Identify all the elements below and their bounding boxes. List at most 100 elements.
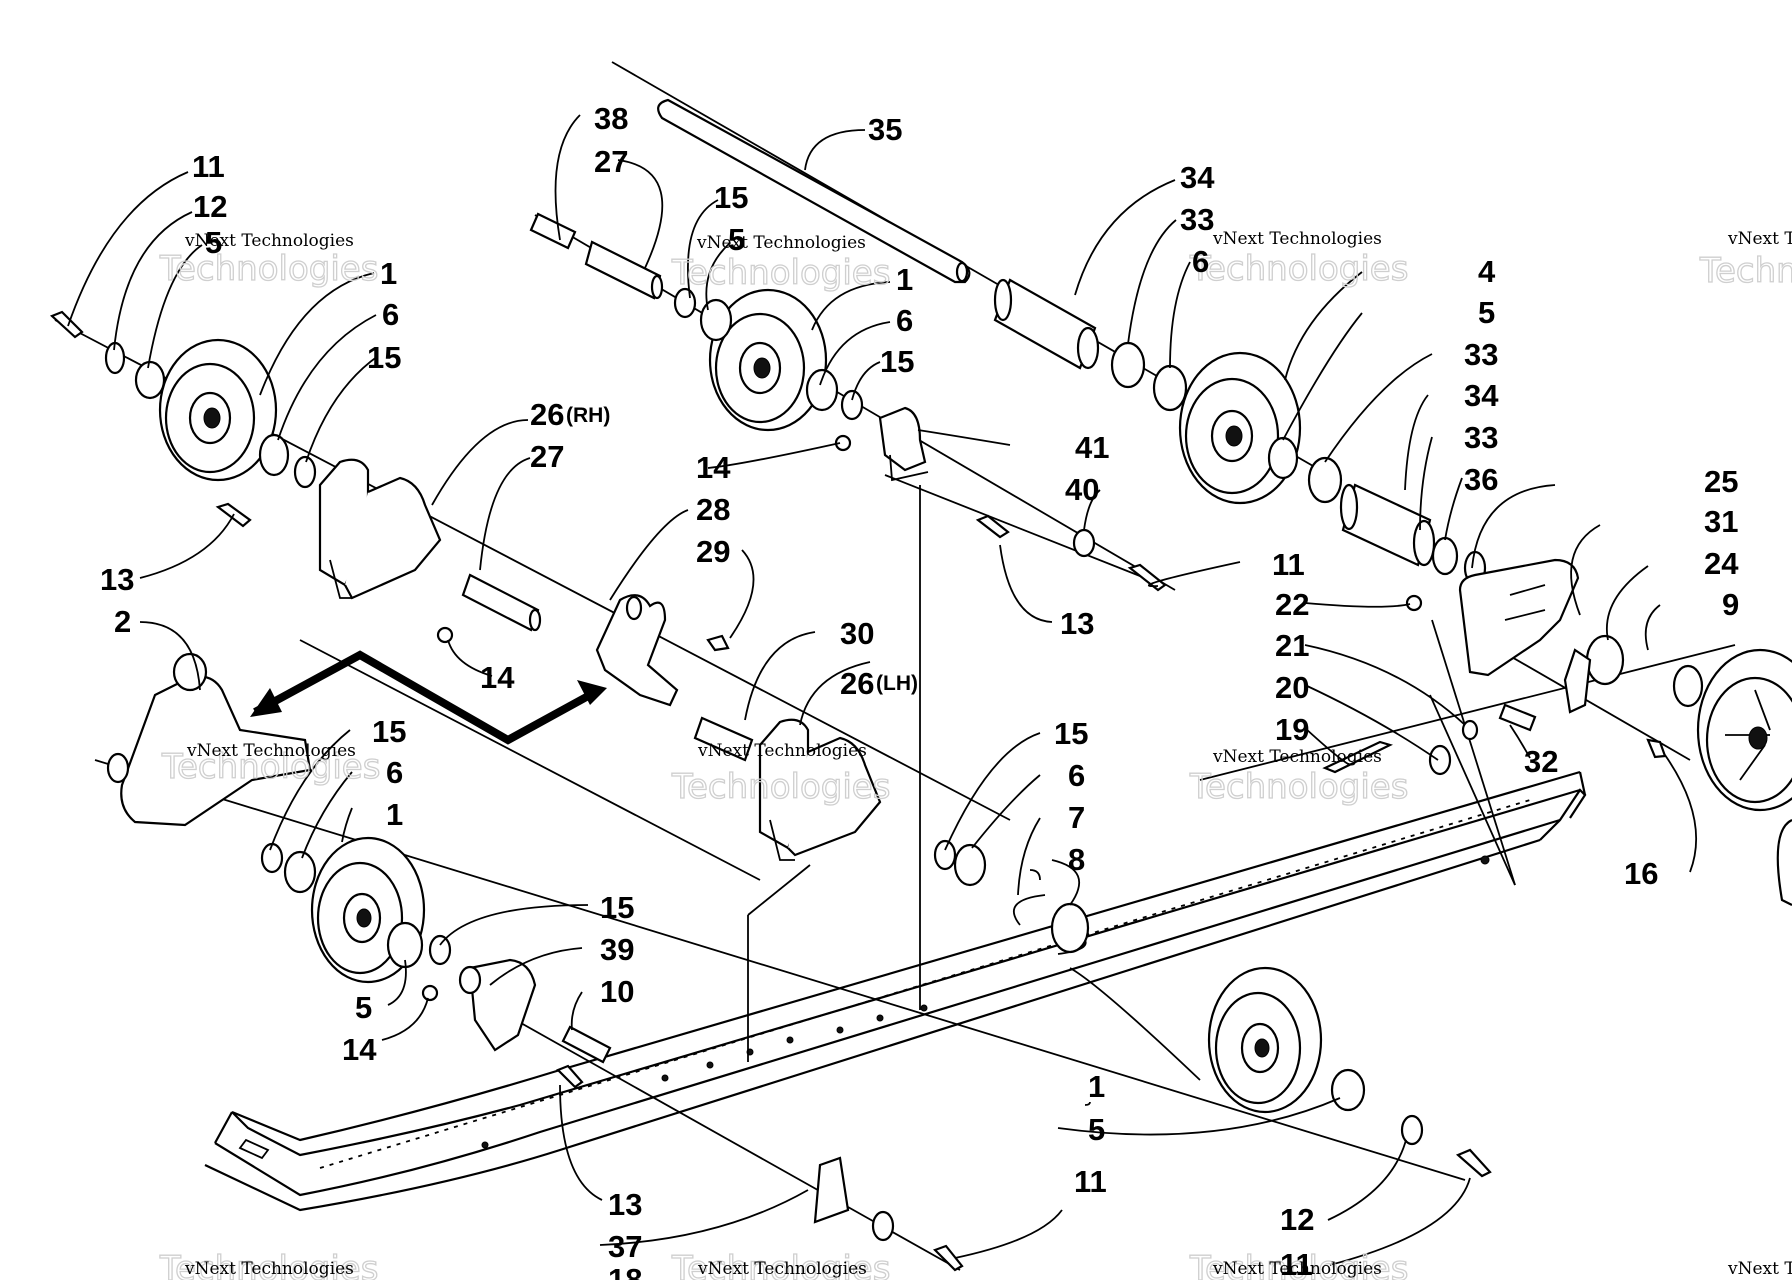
- callout-39: 39: [600, 932, 634, 967]
- callout-28: 28: [696, 492, 730, 527]
- spacer-tubes: [461, 212, 1537, 1064]
- callout-30: 30: [840, 616, 874, 651]
- callout-11: 11: [1280, 1247, 1313, 1280]
- svg-text:vNext Technologies: vNext Technologies: [184, 1259, 354, 1279]
- watermark: Technologies vNext Technologies: [1188, 1248, 1409, 1280]
- callout-34: 34: [1464, 378, 1499, 413]
- idler-wheel-lower-right: [1207, 966, 1323, 1114]
- callout-24: 24: [1704, 546, 1739, 581]
- callout-14: 14: [696, 450, 731, 485]
- callout-33: 33: [1464, 337, 1498, 372]
- callout-21: 21: [1275, 628, 1309, 663]
- mount-bracket-lh: [758, 718, 882, 861]
- svg-text:vNext Technologies: vNext Technologies: [1727, 1259, 1792, 1279]
- svg-text:vNext Technologies: vNext Technologies: [697, 1259, 867, 1279]
- callout-18: 18: [608, 1262, 642, 1280]
- callout-15: 15: [600, 890, 634, 925]
- callout-6: 6: [896, 303, 913, 338]
- callout-5: 5: [205, 225, 222, 260]
- callout-33: 33: [1464, 420, 1498, 455]
- callout-31: 31: [1704, 504, 1738, 539]
- svg-text:vNext Technologies: vNext Technologies: [1212, 747, 1382, 767]
- svg-text:vNext Technologies: vNext Technologies: [697, 741, 867, 761]
- callout-6: 6: [1192, 244, 1209, 279]
- svg-text:Technologies: Technologies: [159, 1249, 378, 1280]
- callout-13: 13: [100, 562, 134, 597]
- svg-text:Technologies: Technologies: [1699, 251, 1792, 291]
- watermark: Technologies vNext Technologies: [1698, 229, 1792, 292]
- rear-plate: [1458, 558, 1592, 714]
- callout-32: 32: [1524, 744, 1558, 779]
- svg-text:26: 26: [840, 666, 874, 701]
- callout-16: 16: [1624, 856, 1658, 891]
- callout-20: 20: [1275, 670, 1309, 705]
- callout-14: 14: [480, 660, 515, 695]
- callout-1: 1: [1088, 1069, 1105, 1104]
- idler-wheel-edge: [1776, 818, 1792, 906]
- watermark: vNext Technologies: [1727, 1259, 1792, 1279]
- svg-text:vNext Technologies: vNext Technologies: [186, 741, 356, 761]
- watermark: Technologies vNext Technologies: [670, 1248, 891, 1280]
- idler-wheel-upper-left: [158, 338, 278, 482]
- callout-29: 29: [696, 534, 730, 569]
- callout-4: 4: [1478, 254, 1496, 289]
- pivot-arm: [595, 594, 679, 707]
- svg-text:Technologies: Technologies: [161, 747, 380, 787]
- watermark: Technologies vNext Technologies: [1188, 747, 1409, 808]
- callout-38: 38: [594, 101, 628, 136]
- callout-labels: 11 12 5 1 6 15 13 2 38 27 15 5 35 1 6 15…: [100, 101, 1739, 1280]
- svg-text:(RH): (RH): [566, 404, 610, 427]
- callout-15: 15: [367, 340, 401, 375]
- callout-33: 33: [1180, 202, 1214, 237]
- callout-11: 11: [1074, 1164, 1107, 1199]
- callout-1: 1: [896, 262, 913, 297]
- callout-19: 19: [1275, 712, 1309, 747]
- callout-27: 27: [530, 439, 564, 474]
- callout-1: 1: [386, 797, 403, 832]
- svg-text:26: 26: [530, 397, 564, 432]
- callout-25: 25: [1704, 464, 1738, 499]
- callout-27: 27: [594, 144, 628, 179]
- torque-arm: [106, 652, 312, 827]
- callout-5: 5: [728, 222, 745, 257]
- callout-9: 9: [1722, 587, 1739, 622]
- svg-text:vNext Technologies: vNext Technologies: [1212, 229, 1382, 249]
- idler-wheel-upper-right: [1178, 351, 1302, 505]
- callout-15: 15: [714, 180, 748, 215]
- direction-arrow: [250, 650, 607, 745]
- svg-text:Technologies: Technologies: [671, 767, 890, 807]
- callout-5: 5: [1088, 1112, 1105, 1147]
- svg-text:vNext Technologies: vNext Technologies: [184, 231, 354, 251]
- svg-text:Technologies: Technologies: [671, 253, 890, 293]
- callout-40: 40: [1065, 472, 1099, 507]
- svg-text:vNext Technologies: vNext Technologies: [696, 233, 866, 253]
- callout-12: 12: [1280, 1202, 1314, 1237]
- callout-6: 6: [382, 297, 399, 332]
- svg-text:(LH): (LH): [876, 672, 918, 695]
- svg-text:Technologies: Technologies: [1189, 249, 1408, 289]
- callout-36: 36: [1464, 462, 1498, 497]
- cross-shaft: [657, 98, 971, 284]
- callout-11: 11: [192, 149, 225, 184]
- watermark: Technologies vNext Technologies: [670, 741, 891, 808]
- callout-35: 35: [868, 112, 902, 147]
- mount-bracket-rh: [318, 458, 442, 600]
- callout-41: 41: [1075, 430, 1109, 465]
- callout-6: 6: [1068, 758, 1085, 793]
- leader-lines: [67, 114, 1698, 1266]
- callout-15: 15: [1054, 716, 1088, 751]
- idler-wheel-upper-center: [708, 288, 828, 432]
- watermark: Technologies vNext Technologies: [160, 741, 381, 788]
- callout-22: 22: [1275, 587, 1309, 622]
- watermark: Technologies vNext Technologies: [158, 1248, 379, 1280]
- callout-2: 2: [114, 604, 131, 639]
- nuts: [421, 434, 1423, 1002]
- callout-13: 13: [608, 1187, 642, 1222]
- svg-text:Technologies: Technologies: [671, 1249, 890, 1280]
- callout-26-lh: 26 (LH): [840, 666, 918, 701]
- callout-1: 1: [380, 256, 397, 291]
- callout-8: 8: [1068, 842, 1085, 877]
- end-block: [813, 1156, 850, 1224]
- callout-15: 15: [372, 714, 406, 749]
